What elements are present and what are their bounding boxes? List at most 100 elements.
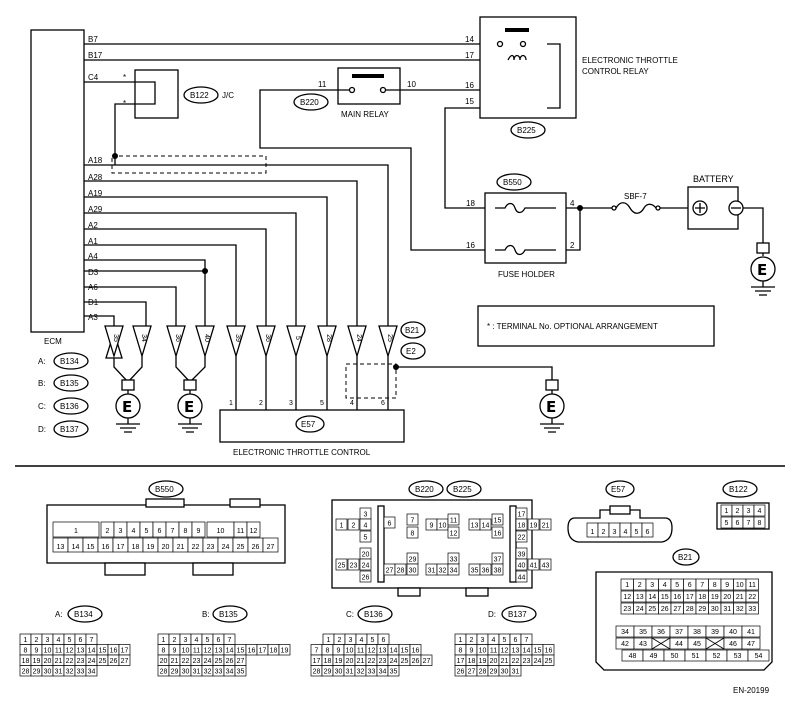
b220-pin: 17 [518,512,526,519]
b136-pin: 22 [368,658,376,665]
b220-pin: 37 [494,557,502,564]
b135-pin: 22 [182,658,190,665]
b136-view-bubble [357,605,393,623]
legend-prefix-d: D: [38,425,46,434]
b135-pin: 19 [281,648,289,655]
legend-code-d: B137 [60,425,79,434]
b220-cell [359,558,372,571]
b135-view-prefix: B: [202,610,210,619]
ecm-label: ECM [44,337,62,346]
b220-pin: 44 [518,575,526,582]
b220-pin: 33 [450,557,458,564]
b134-pin: 4 [57,637,61,644]
b135-pin: 24 [204,658,212,665]
b137-cell [542,654,555,666]
etc-relay-pin-16: 16 [465,81,474,90]
ecm-pin-a2: A2 [88,221,98,230]
etc-relay-code-bubble [510,121,546,139]
b220-pin: 39 [518,552,526,559]
b136-pin: 24 [390,658,398,665]
b136-pin: 15 [401,648,409,655]
b136-pin: 17 [313,658,321,665]
b550-latch [192,562,234,576]
b135-pin: 16 [248,648,256,655]
jc-label: J/C [222,91,234,100]
jc-code-bubble [183,86,219,104]
b220-pin: 32 [439,568,447,575]
e2-code: E2 [406,347,416,356]
b136-pin: 4 [360,637,364,644]
b136-pin: 33 [368,669,376,676]
b21-pin: 13 [636,594,644,601]
b220-cell [383,516,396,529]
b137-pin: 21 [501,658,509,665]
b136-pin: 16 [412,648,420,655]
b220-cell [347,558,360,571]
b21-pin: 12 [623,594,631,601]
b134-pin: 10 [44,648,52,655]
b550-pin: 19 [147,544,155,551]
b550-pin: 10 [217,528,225,535]
b21-pin: 54 [755,653,763,660]
b21-pin: 47 [747,641,755,648]
b135-pin: 10 [182,648,190,655]
b220-latch [397,587,421,597]
b220-pin: 38 [494,568,502,575]
b134-pin: 7 [90,637,94,644]
connector-legend: A: B134 B: B135 C: B136 D: B137 [38,352,89,438]
b21-pin: 35 [639,629,647,636]
e57-pin: 6 [646,529,650,536]
fuse-pin-16: 16 [466,241,475,250]
b550-pin: 16 [102,544,110,551]
b550-pin: 18 [132,544,140,551]
b134-cell [118,654,131,666]
b137-pin: 11 [490,648,497,655]
b21-pin: 32 [736,606,744,613]
b137-pin: 15 [534,648,542,655]
b220-pin: 22 [518,535,526,542]
b136-pin: 6 [382,637,386,644]
b134-pin: 29 [33,669,41,676]
b136-pin: 7 [315,648,319,655]
b135-pin: 11 [193,648,200,655]
b21-pin: 43 [639,641,647,648]
b21-pin: 18 [698,594,706,601]
fuse-pin-4: 4 [570,199,575,208]
etc-relay-label-1: ELECTRONIC THROTTLE [582,56,678,65]
junction-pin-label: 36 [174,334,181,342]
b135-pin: 27 [237,658,245,665]
b21-cell [741,625,761,638]
b136-view-title: B136 [364,610,383,619]
legend-prefix-b: B: [38,379,46,388]
b134-pin: 6 [79,637,83,644]
b21-pin: 17 [686,594,694,601]
b134-pin: 12 [66,648,74,655]
b550-pin: 5 [145,528,149,535]
legend-prefix-c: C: [38,402,46,411]
ground-icon-2: E [177,379,203,433]
b21-cell [745,602,759,615]
b220-pin: 27 [386,568,394,575]
junction-pin-label: 40 [203,334,210,342]
b137-pin: 8 [459,648,463,655]
b21-pin: 4 [663,582,667,589]
svg-text:E: E [122,398,132,416]
b136-pin: 31 [346,669,354,676]
b137-pin: 13 [512,648,520,655]
b220-pin: 2 [352,523,356,530]
legend-code-c: B136 [60,402,79,411]
b137-pin: 18 [468,658,476,665]
etc-pin-2: 2 [259,400,263,407]
svg-text:E: E [757,261,767,279]
b135-pin: 26 [226,658,234,665]
b21-pin: 52 [713,653,721,660]
ecm-pin-a3: A3 [88,313,98,322]
b137-pin: 29 [490,669,498,676]
b550-pin: 20 [162,544,170,551]
ecm-pin-b7: B7 [88,35,98,44]
b220-pin: 18 [518,523,526,530]
ground-icon-1: E [115,379,141,433]
b220-rib [377,505,385,583]
